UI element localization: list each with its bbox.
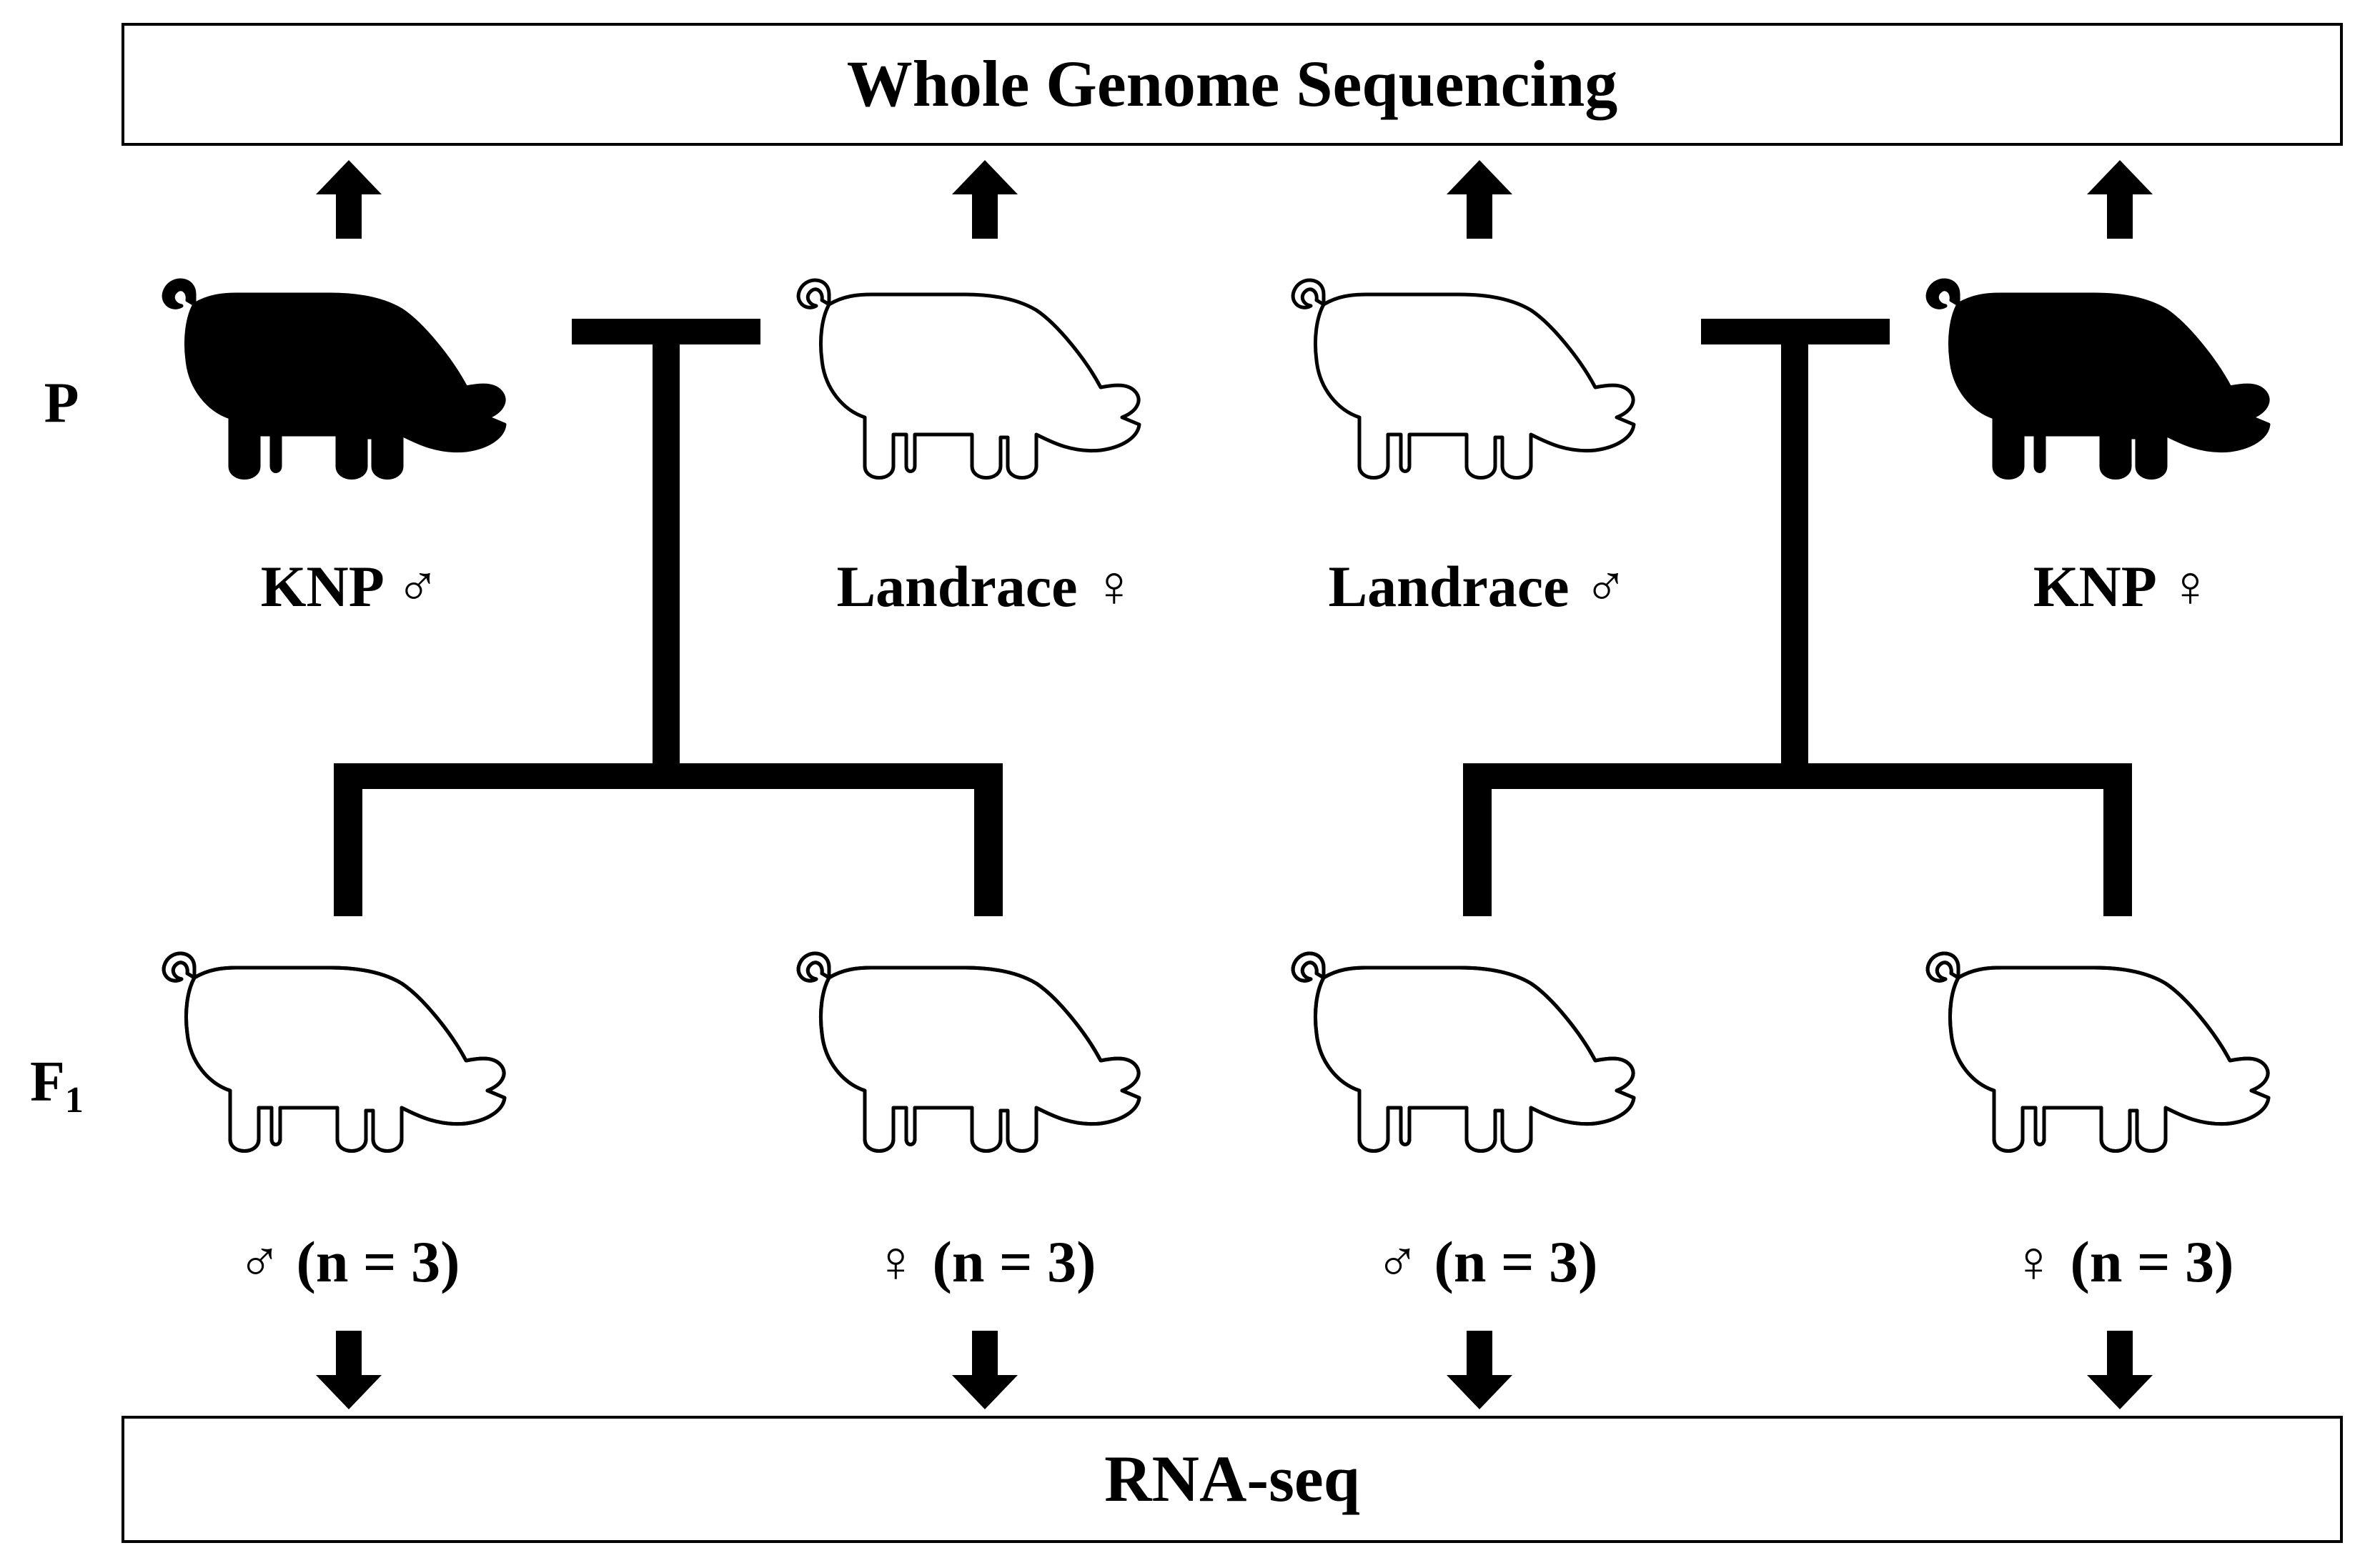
down-arrow-icon-4	[2087, 1331, 2153, 1409]
rna-seq-label: RNA-seq	[1104, 1442, 1360, 1515]
down-arrow-icon-1	[316, 1331, 382, 1409]
whole-genome-sequencing-label: Whole Genome Sequencing	[847, 47, 1617, 120]
hybrid-pig-icon-1	[162, 951, 507, 1153]
hybrid-pig-icon-3	[1291, 951, 1636, 1153]
pig-icon-landrace-female	[796, 278, 1141, 480]
offspring-label-4: ♀ (n = 3)	[2012, 1229, 2234, 1294]
up-arrow-icon-2	[952, 160, 1018, 239]
pig-icon-knp-female	[1925, 278, 2271, 480]
whole-genome-sequencing-box: Whole Genome Sequencing	[122, 23, 2343, 146]
down-arrow-icon-3	[1447, 1331, 1512, 1409]
filial-generation-label: F1	[30, 1051, 84, 1121]
offspring-label-3: ♂ (n = 3)	[1376, 1229, 1598, 1294]
parent-generation-label: P	[44, 372, 79, 435]
offspring-label-group: ♂ (n = 3) ♀ (n = 3) ♂ (n = 3) ♀ (n = 3)	[238, 1229, 2234, 1294]
parent-label-knp-male: KNP ♂	[261, 554, 440, 619]
offspring-label-2: ♀ (n = 3)	[874, 1229, 1096, 1294]
filial-generation-letter: F	[30, 1051, 65, 1113]
up-arrow-icon-1	[316, 160, 382, 239]
parent-label-landrace-male: Landrace ♂	[1328, 554, 1627, 619]
parent-label-group: KNP ♂ Landrace ♀ Landrace ♂ KNP ♀	[261, 554, 2213, 619]
down-arrow-icon-2	[952, 1331, 1018, 1409]
up-arrow-icon-3	[1447, 160, 1512, 239]
cross-connector-right	[1463, 319, 2132, 916]
up-arrow-icon-4	[2087, 160, 2153, 239]
hybrid-pig-icon-2	[796, 951, 1141, 1153]
parent-label-knp-female: KNP ♀	[2033, 554, 2213, 619]
svg-text:F1: F1	[30, 1051, 84, 1121]
rna-seq-box: RNA-seq	[122, 1416, 2343, 1543]
hybrid-pig-icon-4	[1925, 951, 2271, 1153]
pig-icon-knp-male	[162, 278, 507, 480]
parent-label-landrace-female: Landrace ♀	[836, 554, 1136, 619]
pig-icon-landrace-male	[1291, 278, 1636, 480]
offspring-label-1: ♂ (n = 3)	[238, 1229, 460, 1294]
cross-connector-left	[334, 319, 1003, 916]
filial-generation-subscript: 1	[65, 1080, 84, 1121]
